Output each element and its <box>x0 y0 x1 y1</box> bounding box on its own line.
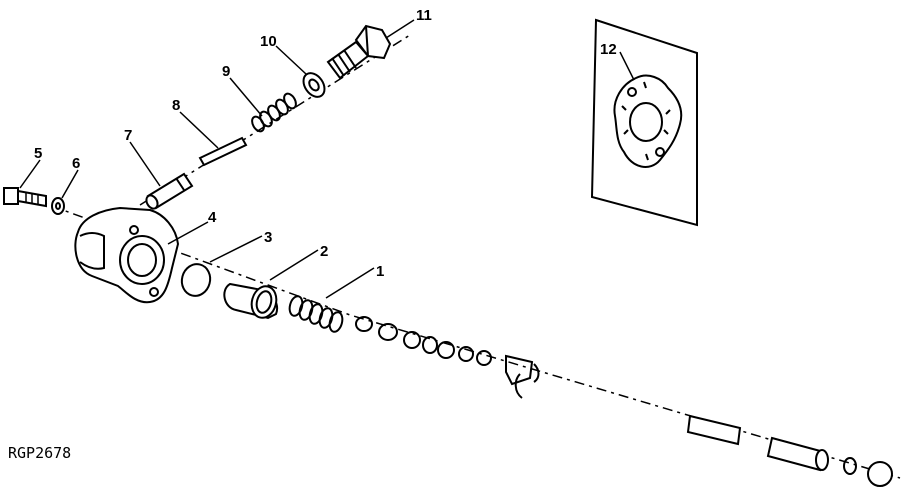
shaft-assembly <box>686 414 893 487</box>
callout-1: 1 <box>376 263 384 280</box>
valve-stack-components <box>355 316 540 399</box>
callout-4: 4 <box>208 209 217 226</box>
pin-part-8 <box>198 136 248 167</box>
callout-11: 11 <box>416 7 432 24</box>
callout-12: 12 <box>600 41 617 58</box>
callout-9: 9 <box>222 63 230 80</box>
housing-part-4 <box>74 206 180 304</box>
bolt-part <box>326 24 392 80</box>
figure-reference-code: RGP2678 <box>8 444 71 462</box>
leader-lines <box>19 19 635 299</box>
spring-part-9 <box>251 92 297 133</box>
o-ring-part-3 <box>180 263 212 297</box>
gasket-inset-panel <box>590 18 698 227</box>
callout-8: 8 <box>172 97 180 114</box>
cap-screw-part-5 <box>3 187 47 208</box>
gasket-part <box>613 74 683 168</box>
callout-7: 7 <box>124 127 132 144</box>
sleeve-part-2 <box>223 282 278 320</box>
callout-2: 2 <box>320 243 328 260</box>
plunger-part-7 <box>145 172 194 210</box>
lock-washer-part-6 <box>51 197 65 215</box>
washer-part-10 <box>302 72 326 98</box>
callout-10: 10 <box>260 33 277 50</box>
callout-3: 3 <box>264 229 272 246</box>
spring-part-1 <box>288 295 344 333</box>
callout-5: 5 <box>34 145 42 162</box>
callout-6: 6 <box>72 155 80 172</box>
